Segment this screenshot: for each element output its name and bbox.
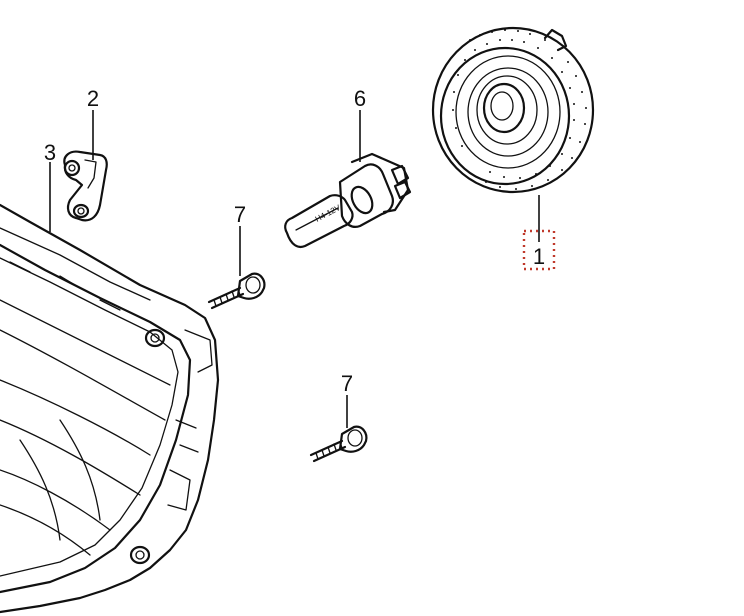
callout-highlight-box [522, 229, 556, 271]
screw-upper[interactable] [207, 272, 266, 310]
bulb-marking: H4-12V [314, 203, 343, 224]
callout-part-2[interactable]: 2 [87, 86, 99, 111]
callout-part-6[interactable]: 6 [354, 86, 366, 111]
headlight-unit[interactable] [0, 203, 220, 614]
callout-part-1[interactable]: 1 [533, 244, 545, 269]
dust-cover[interactable] [431, 26, 595, 194]
bracket[interactable] [63, 150, 108, 222]
callout-part-7-upper[interactable]: 7 [234, 202, 246, 227]
screw-lower[interactable] [309, 425, 368, 463]
halogen-bulb[interactable]: H4-12V [284, 152, 412, 249]
callout-part-7-lower[interactable]: 7 [341, 371, 353, 396]
callout-part-3[interactable]: 3 [44, 140, 56, 165]
